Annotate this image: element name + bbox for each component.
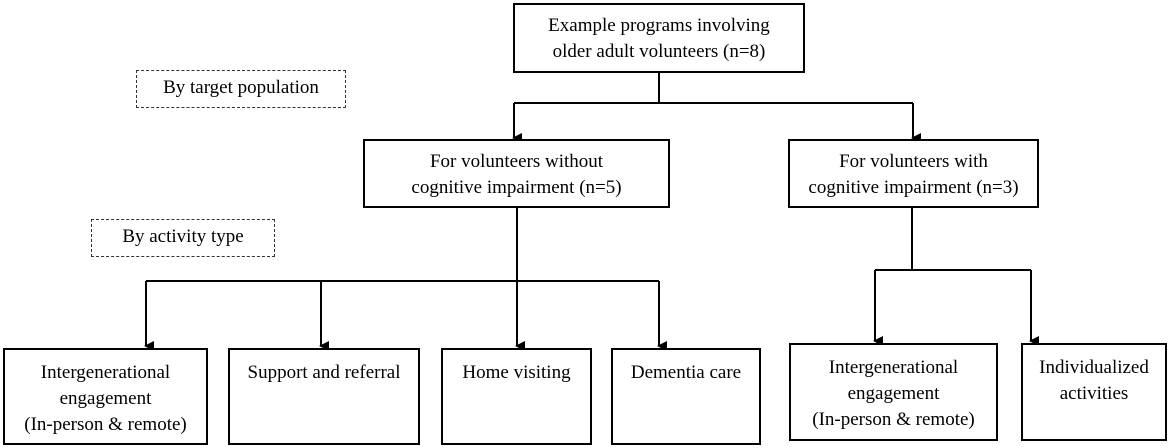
activity-individualized-line-2: activities xyxy=(1059,383,1129,404)
activity-intergenerational-line-2: engagement xyxy=(59,388,152,409)
activity-intergenerational-2-line-2: engagement xyxy=(847,383,940,404)
activity-intergenerational-line-3: (In-person & remote) xyxy=(24,414,187,435)
population-without-line-1: For volunteers without xyxy=(429,151,604,172)
population-with-line-2: cognitive impairment (n=3) xyxy=(808,177,1019,198)
root-line-2: older adult volunteers (n=8) xyxy=(552,41,766,62)
activity-intergenerational-2-box: Intergenerational engagement (In-person … xyxy=(789,343,998,441)
activity-intergenerational-2-line-3: (In-person & remote) xyxy=(812,409,975,430)
activity-support-line-1: Support and referral xyxy=(247,362,401,383)
population-without-box: For volunteers without cognitive impairm… xyxy=(363,139,670,208)
activity-intergenerational-line-1: Intergenerational xyxy=(40,362,171,383)
population-without-line-2: cognitive impairment (n=5) xyxy=(411,177,622,198)
activity-intergenerational-2-line-1: Intergenerational xyxy=(828,357,959,378)
activity-home-visiting-box: Home visiting xyxy=(441,348,592,445)
activity-intergenerational-box: Intergenerational engagement (In-person … xyxy=(3,348,208,445)
activity-support-box: Support and referral xyxy=(228,348,420,445)
root-line-1: Example programs involving xyxy=(548,15,770,36)
activity-dementia-box: Dementia care xyxy=(611,348,761,445)
label-by-activity-type: By activity type xyxy=(91,219,275,257)
population-with-box: For volunteers with cognitive impairment… xyxy=(788,139,1039,208)
activity-individualized-line-1: Individualized xyxy=(1039,357,1149,378)
label-by-target-population: By target population xyxy=(136,70,346,108)
activity-dementia-line-1: Dementia care xyxy=(630,362,742,383)
activity-home-visiting-line-1: Home visiting xyxy=(462,362,571,383)
root-box: Example programs involving older adult v… xyxy=(513,3,805,73)
activity-individualized-box: Individualized activities xyxy=(1021,343,1167,441)
population-with-line-1: For volunteers with xyxy=(839,151,988,172)
